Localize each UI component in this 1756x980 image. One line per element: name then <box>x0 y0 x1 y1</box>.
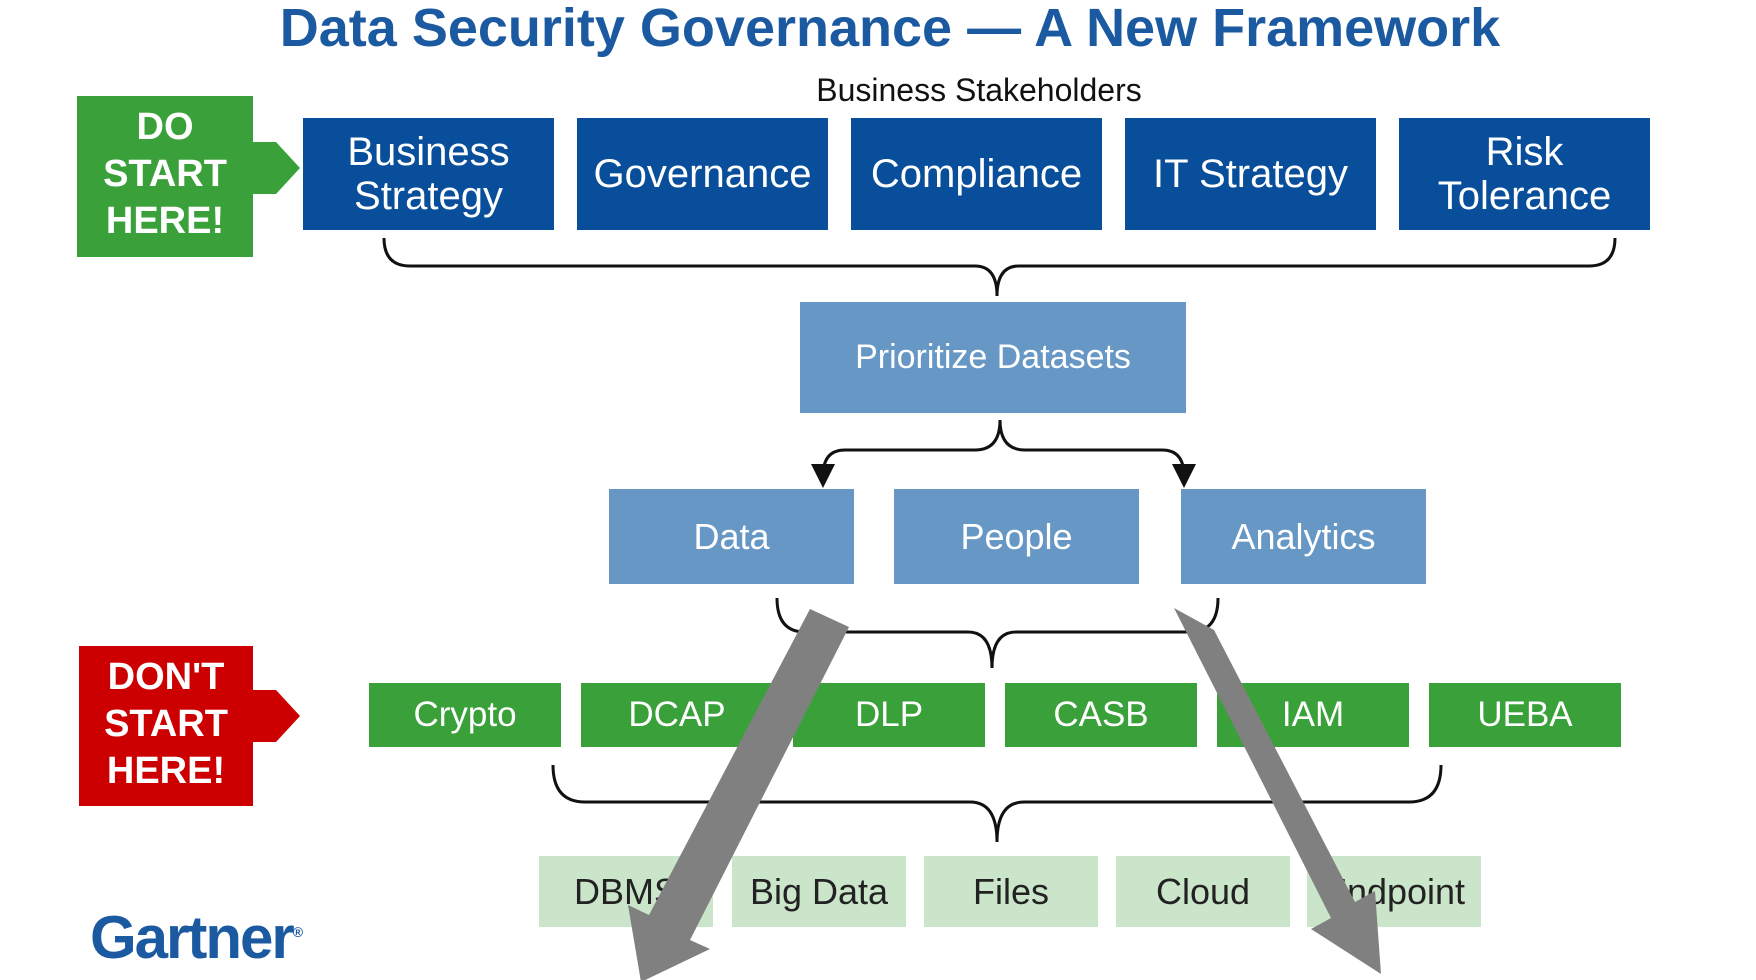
page-title: Data Security Governance — A New Framewo… <box>279 0 1501 58</box>
prioritize-datasets-box: Prioritize Datasets <box>800 302 1186 413</box>
stakeholder-compliance: Compliance <box>851 118 1102 230</box>
do-start-arrow <box>77 96 300 257</box>
stakeholder-it-strategy: IT Strategy <box>1125 118 1376 230</box>
stakeholders-heading: Business Stakeholders <box>816 72 1142 108</box>
stakeholder-business-strategy: Business Strategy <box>303 118 554 230</box>
pillar-people: People <box>894 489 1139 584</box>
pillars-brace <box>775 597 1220 669</box>
location-endpoint: Endpoint <box>1307 856 1481 927</box>
stakeholders-brace <box>382 237 1617 297</box>
tool-iam: IAM <box>1217 683 1409 747</box>
location-big-data: Big Data <box>732 856 906 927</box>
do-start-here-label: DO START HERE! <box>103 106 227 242</box>
pillar-analytics: Analytics <box>1181 489 1426 584</box>
tools-brace <box>551 764 1443 843</box>
prioritize-split-right <box>998 419 1196 488</box>
gartner-logo: Gartner® <box>90 904 304 971</box>
tool-ueba: UEBA <box>1429 683 1621 747</box>
stakeholder-governance: Governance <box>577 118 828 230</box>
location-dbms: DBMS <box>539 856 713 927</box>
dont-start-arrow <box>79 646 300 806</box>
tool-crypto: Crypto <box>369 683 561 747</box>
location-cloud: Cloud <box>1116 856 1290 927</box>
prioritize-split-left <box>811 419 1002 488</box>
tool-dlp: DLP <box>793 683 985 747</box>
dont-start-here-label: DON'T START HERE! <box>104 656 228 792</box>
tool-dcap: DCAP <box>581 683 773 747</box>
pillar-data: Data <box>609 489 854 584</box>
tool-casb: CASB <box>1005 683 1197 747</box>
location-files: Files <box>924 856 1098 927</box>
stakeholder-risk-tolerance: Risk Tolerance <box>1399 118 1650 230</box>
